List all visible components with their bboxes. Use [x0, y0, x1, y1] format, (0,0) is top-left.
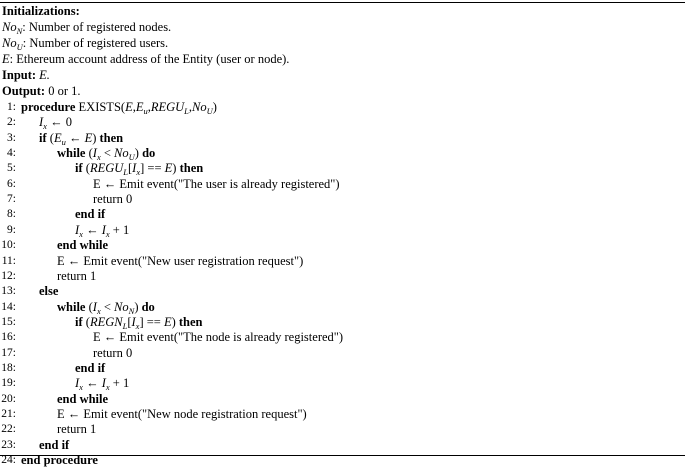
line-code: return 0 [93, 345, 133, 360]
line-number: 20: [1, 392, 16, 405]
init-item-users: NoU: Number of registered users. [2, 36, 169, 52]
line-code: end if [39, 437, 70, 452]
line-number: 16: [1, 331, 16, 344]
line-code: return 1 [57, 422, 97, 437]
line-code: if (REGNL[Ix] == E) then [75, 314, 203, 331]
line-code: E ← Emit event("The node is already regi… [93, 330, 344, 345]
line-code: end if [75, 360, 106, 375]
line-number: 12: [1, 269, 16, 282]
line-code: while (Ix < NoU) do [57, 146, 156, 163]
line-code: E ← Emit event("New node registration re… [57, 407, 307, 421]
line-number: 11: [1, 254, 16, 267]
line-number: 13: [1, 285, 16, 298]
line-number: 4: [7, 147, 16, 160]
line-number: 6: [7, 177, 16, 190]
line-code: Ix ← Ix + 1 [75, 222, 130, 239]
input-line: Input: E. [2, 68, 50, 82]
line-number: 17: [1, 346, 16, 359]
line-code: if (Eu ← E) then [39, 130, 124, 147]
line-number: 19: [1, 377, 16, 390]
line-code: E ← Emit event("New user registration re… [57, 253, 304, 268]
line-number: 3: [7, 131, 16, 144]
line-code: if (REGUL[Ix] == E) then [75, 161, 204, 178]
line-code: while (Ix < NoN) do [57, 299, 155, 316]
line-code: end if [75, 207, 106, 222]
line-code: Ix ← Ix + 1 [75, 376, 130, 393]
line-code: return 1 [57, 268, 97, 283]
line-code: end while [57, 391, 109, 406]
line-number: 5: [7, 162, 16, 175]
line-number: 9: [7, 223, 16, 236]
top-rule [0, 2, 685, 3]
line-number: 8: [7, 208, 16, 221]
line-code: else [39, 284, 59, 299]
line-number: 1: [7, 101, 16, 113]
init-item-entity: E: Ethereum account address of the Entit… [2, 52, 290, 66]
bottom-rule [0, 455, 685, 456]
initializations-heading: Initializations: [2, 4, 80, 18]
line-number: 21: [1, 408, 16, 420]
line-number: 22: [1, 423, 16, 436]
line-number: 7: [7, 193, 16, 206]
line-code: E ← Emit event("The user is already regi… [93, 176, 340, 191]
line-number: 2: [7, 116, 16, 129]
line-code: return 0 [93, 192, 133, 207]
init-item-nodes: NoN: Number of registered nodes. [2, 20, 172, 36]
line-number: 18: [1, 361, 16, 374]
line-code: end while [57, 238, 109, 253]
line-code: procedure EXISTS(E,Eu,REGUL,NoU) [21, 100, 217, 116]
line-number: 10: [1, 239, 16, 252]
line-number: 15: [1, 315, 16, 328]
line-code: Ix ← 0 [39, 115, 72, 132]
line-number: 23: [1, 438, 16, 451]
output-line: Output: 0 or 1. [2, 84, 81, 98]
line-number: 14: [1, 300, 16, 313]
